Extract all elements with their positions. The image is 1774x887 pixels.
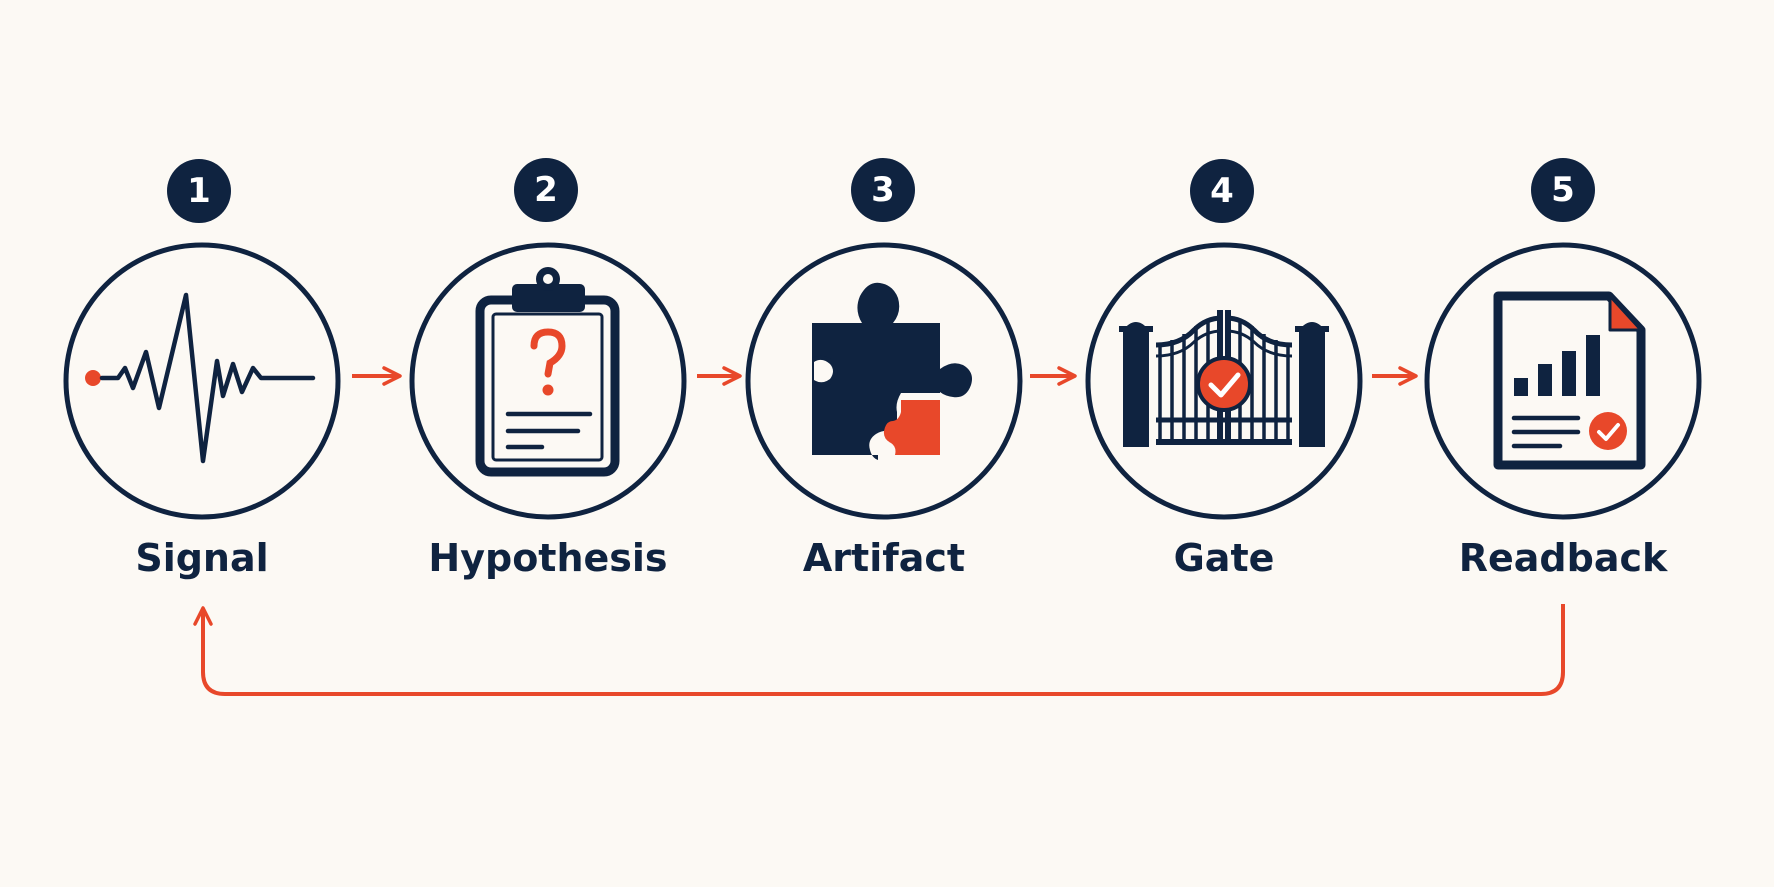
step-3-label: Artifact xyxy=(802,536,966,580)
step-1-label: Signal xyxy=(135,536,269,580)
report-chart-check-icon xyxy=(1493,291,1646,470)
gate-check-icon xyxy=(1119,310,1329,447)
step-5-label: Readback xyxy=(1458,536,1668,580)
step-5-number-badge: 5 xyxy=(1531,158,1595,222)
step-4-label: Gate xyxy=(1173,536,1275,580)
step-2-label: Hypothesis xyxy=(428,536,668,580)
step-5-circle xyxy=(1424,242,1702,520)
step-3-number-badge: 3 xyxy=(851,158,915,222)
heartbeat-signal-icon xyxy=(85,292,316,464)
puzzle-piece-icon xyxy=(812,282,972,460)
step-2-circle xyxy=(409,242,687,520)
step-2-number-badge: 2 xyxy=(514,158,578,222)
step-3-circle xyxy=(745,242,1023,520)
step-1-circle xyxy=(63,242,341,520)
step-4-circle xyxy=(1085,242,1363,520)
step-4-number-badge: 4 xyxy=(1190,159,1254,223)
clipboard-question-icon xyxy=(475,267,620,477)
feedback-loop-arrow xyxy=(193,604,1565,696)
step-1-number-badge: 1 xyxy=(167,159,231,223)
